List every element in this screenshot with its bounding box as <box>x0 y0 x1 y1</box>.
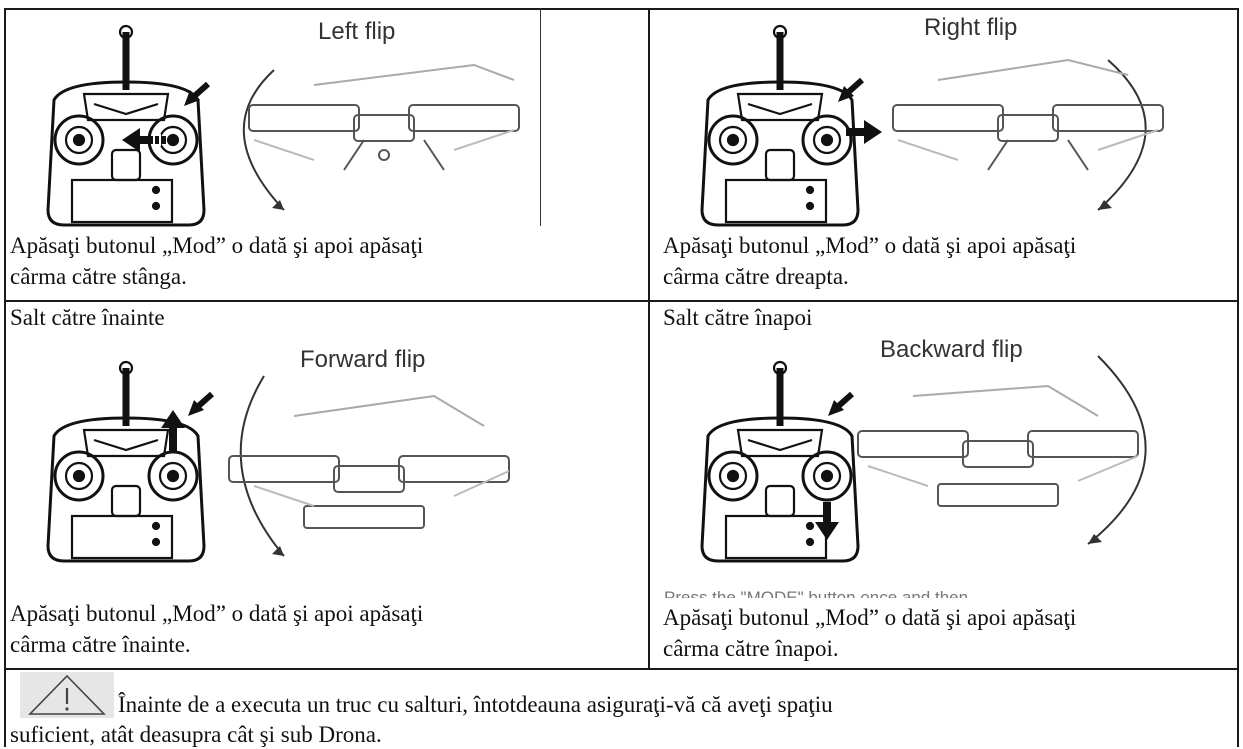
backward-flip-caption-line2: cârma către înapoi. <box>663 636 839 661</box>
warning-text-line2: suficient, atât deasupra cât şi sub Dron… <box>10 722 382 747</box>
forward-flip-caption-line2: cârma către înainte. <box>10 632 191 657</box>
forward-flip-caption-line1: Apăsaţi butonul „Mod” o dată şi apoi apă… <box>10 601 424 626</box>
backward-flip-label: Backward flip <box>880 336 1023 363</box>
drone-icon <box>892 58 1164 171</box>
table-divider-row1 <box>4 300 1239 302</box>
right-flip-caption-line2: cârma către dreapta. <box>663 264 849 289</box>
remote-controller-icon <box>46 24 206 227</box>
remote-controller-icon <box>46 360 206 563</box>
left-flip-caption-line1: Apăsaţi butonul „Mod” o dată şi apoi apă… <box>10 233 424 258</box>
left-flip-caption-line2: cârma către stânga. <box>10 264 187 289</box>
table-border-left <box>4 8 6 747</box>
table-border-top <box>4 8 1239 10</box>
forward-flip-illustration <box>46 360 510 563</box>
warning-triangle-icon <box>20 672 114 718</box>
warning-text-line1: Înainte de a executa un truc cu salturi,… <box>118 692 833 717</box>
table-border-right <box>1237 8 1239 747</box>
remote-controller-icon <box>700 24 860 227</box>
forward-flip-heading: Salt către înainte <box>10 305 165 330</box>
remote-controller-icon <box>700 360 860 563</box>
backward-flip-caption-line1: Apăsaţi butonul „Mod” o dată şi apoi apă… <box>663 605 1077 630</box>
backward-flip-heading: Salt către înapoi <box>663 305 813 330</box>
table-divider-middle <box>648 8 650 669</box>
right-flip-label: Right flip <box>924 14 1018 41</box>
right-flip-illustration <box>700 24 1164 227</box>
drone-icon <box>248 63 520 171</box>
table-divider-row2 <box>4 668 1239 670</box>
right-flip-caption-line1: Apăsaţi butonul „Mod” o dată şi apoi apă… <box>663 233 1077 258</box>
left-flip-illustration <box>46 24 520 227</box>
forward-flip-label: Forward flip <box>300 346 426 373</box>
backward-flip-illustration <box>700 355 1147 563</box>
drone-icon <box>228 394 510 529</box>
left-flip-label: Left flip <box>318 18 396 45</box>
backward-flip-faded-text: Press the "MODE" button once and then <box>664 588 969 598</box>
image-frame-line <box>540 8 541 226</box>
drone-icon <box>857 384 1139 507</box>
